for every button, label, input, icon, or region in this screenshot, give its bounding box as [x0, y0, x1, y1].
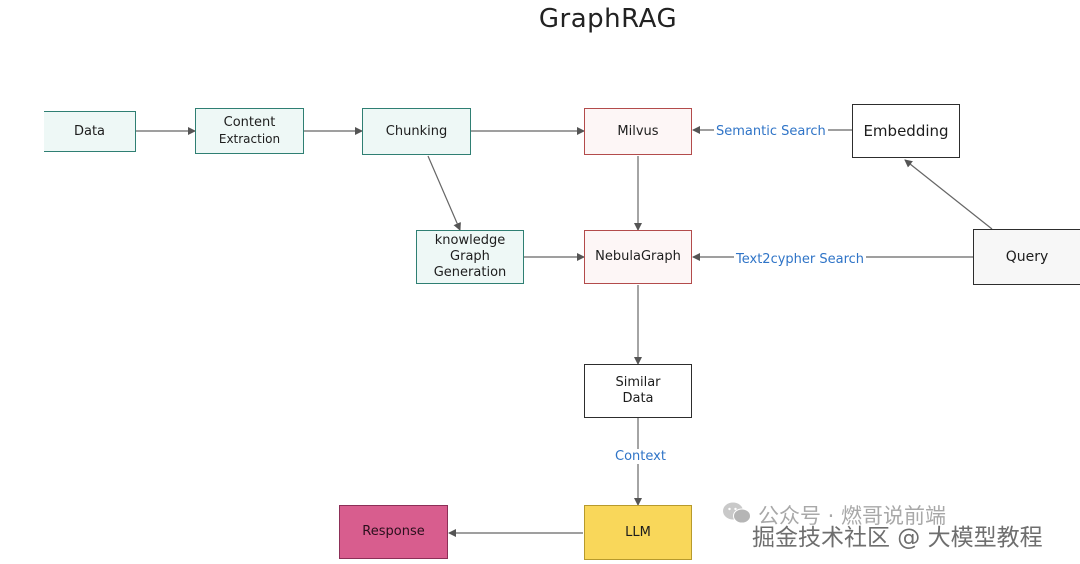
node-kg-line1: knowledge — [434, 233, 506, 248]
node-kg-line3: Generation — [433, 265, 507, 280]
node-content-extraction: Content Extraction — [195, 108, 304, 154]
edge-label-context: Context — [613, 449, 668, 464]
node-response: Response — [339, 505, 448, 559]
node-similar-data: Similar Data — [584, 364, 692, 418]
diagram-title: GraphRAG — [538, 4, 678, 34]
node-knowledge-graph-generation: knowledge Graph Generation — [416, 230, 524, 284]
node-embedding: Embedding — [852, 104, 960, 158]
node-milvus: Milvus — [584, 108, 692, 155]
edge-query-embedding — [904, 159, 993, 230]
edge-label-semantic-search: Semantic Search — [714, 124, 828, 139]
edge-chunking-kg — [427, 155, 461, 231]
node-llm: LLM — [584, 505, 692, 560]
node-data: Data — [44, 111, 136, 152]
wechat-logo-icon — [722, 500, 752, 526]
node-similar-line1: Similar — [615, 375, 661, 390]
watermark-line1: 公众号 · 燃哥说前端 — [758, 504, 947, 528]
node-kg-line2: Graph — [450, 249, 490, 264]
node-query: Query — [973, 229, 1080, 285]
node-nebulagraph: NebulaGraph — [584, 230, 692, 284]
edge-label-text2cypher-search: Text2cypher Search — [734, 252, 867, 267]
node-similar-line2: Data — [622, 391, 654, 406]
node-chunking: Chunking — [362, 108, 471, 155]
node-content-extraction-line2: Extraction — [218, 132, 281, 146]
node-content-extraction-line1: Content — [223, 115, 276, 130]
watermark-line2: 掘金技术社区 @ 大模型教程 — [752, 525, 1043, 551]
